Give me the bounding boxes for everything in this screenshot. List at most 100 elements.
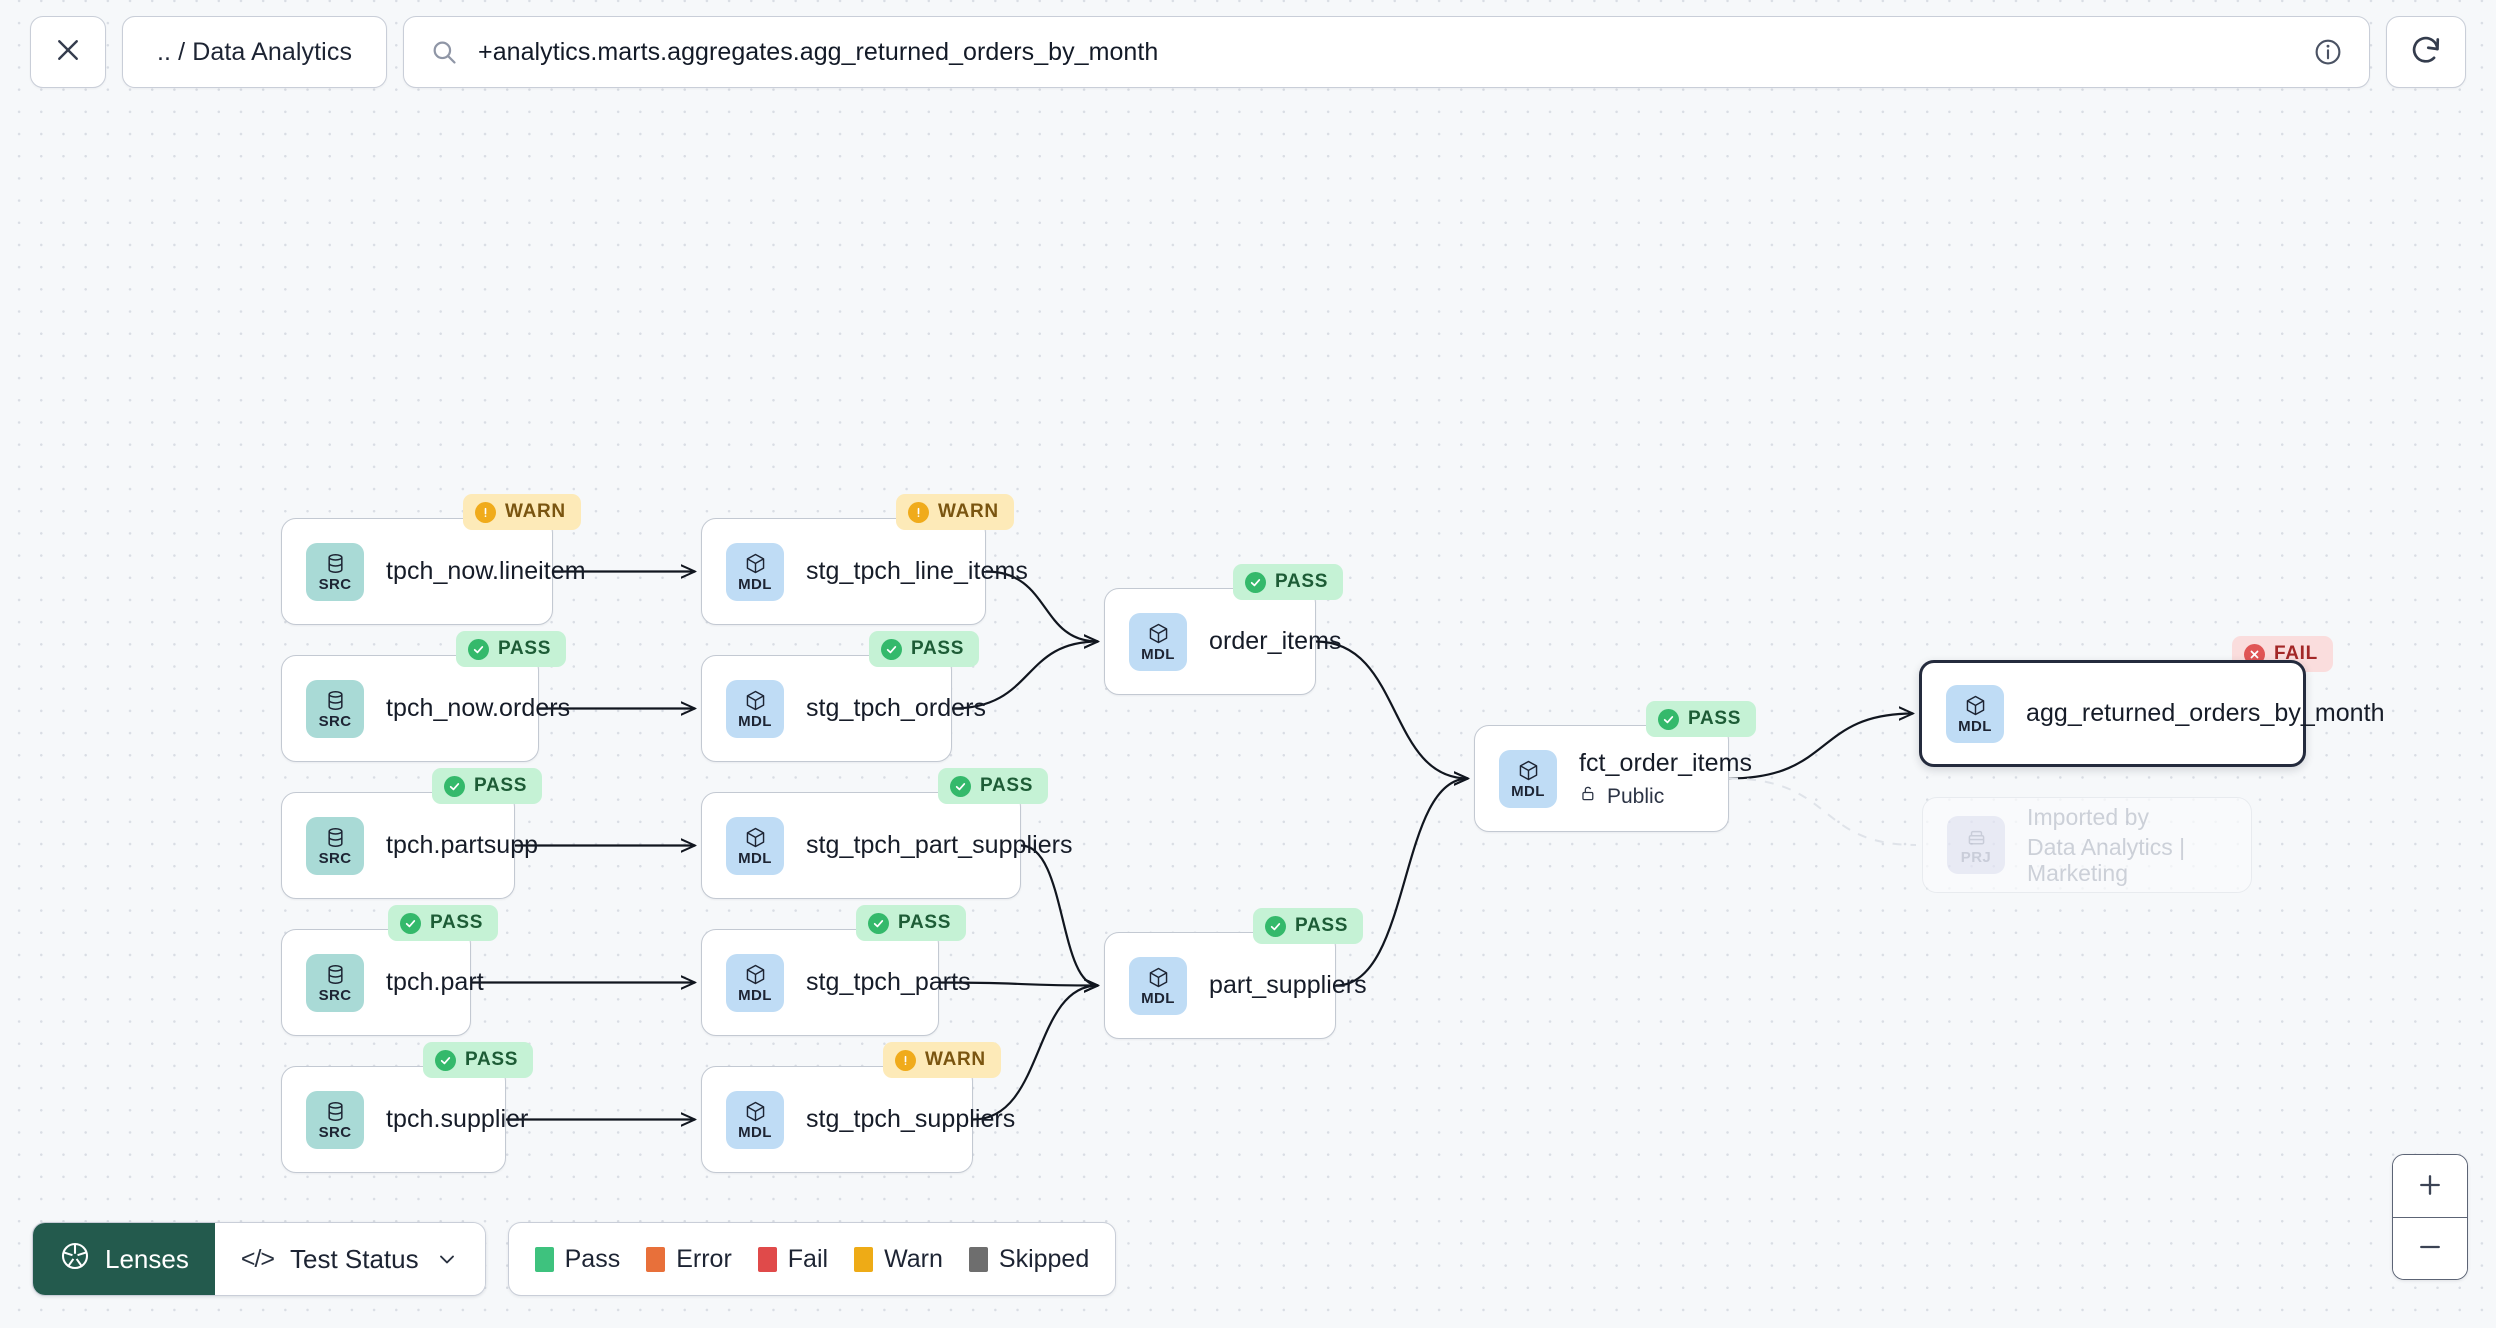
graph-node-tpch_part[interactable]: SRC tpch.part xyxy=(281,929,484,1036)
status-badge-pass[interactable]: PASS xyxy=(869,631,980,667)
close-button[interactable] xyxy=(30,16,106,88)
status-badge-label: PASS xyxy=(911,638,965,659)
node-body: order_items xyxy=(1209,627,1341,657)
node-subtitle: Data Analytics | Marketing xyxy=(2027,835,2251,886)
status-badge-pass[interactable]: PASS xyxy=(1253,908,1364,944)
edge-fct_order_items-to-imported_by_project xyxy=(1728,777,1917,846)
legend-swatch xyxy=(646,1246,666,1272)
legend-item-warn[interactable]: Warn xyxy=(854,1245,943,1274)
pass-icon xyxy=(444,775,465,797)
pass-icon xyxy=(950,775,971,797)
type-abbr-label: MDL xyxy=(1141,989,1175,1007)
graph-node-order_items[interactable]: MDL order_items xyxy=(1104,588,1341,695)
node-title: Imported by xyxy=(2027,804,2149,831)
status-badge-label: PASS xyxy=(980,775,1034,796)
legend-swatch xyxy=(534,1246,554,1272)
status-badge-label: FAIL xyxy=(2274,643,2318,664)
chevron-down-icon xyxy=(435,1247,459,1271)
mdl-type-chip: MDL xyxy=(726,953,784,1012)
fail-icon xyxy=(2244,643,2265,665)
type-abbr-label: SRC xyxy=(318,849,352,867)
zoom-in-button[interactable] xyxy=(2393,1155,2467,1217)
status-badge-pass[interactable]: PASS xyxy=(1233,564,1344,600)
edge-fct_order_items-to-agg_returned_orders_by_month xyxy=(1728,714,1913,780)
legend-swatch xyxy=(968,1246,988,1272)
search-input[interactable]: +analytics.marts.aggregates.agg_returned… xyxy=(478,37,1159,66)
status-badge-pass[interactable]: PASS xyxy=(856,905,967,941)
legend-item-fail[interactable]: Fail xyxy=(757,1245,828,1274)
pass-icon xyxy=(1245,571,1266,593)
close-icon xyxy=(53,35,83,70)
status-badge-label: PASS xyxy=(498,638,552,659)
node-title: tpch.part xyxy=(386,967,484,996)
breadcrumb[interactable]: .. / Data Analytics xyxy=(122,16,388,88)
graph-node-agg_returned_orders_by_month[interactable]: MDL agg_returned_orders_by_month xyxy=(1919,660,2385,767)
mdl-type-chip: MDL xyxy=(726,542,784,601)
lenses-button[interactable]: Lenses xyxy=(33,1223,215,1295)
status-badge-pass[interactable]: PASS xyxy=(388,905,499,941)
node-title: stg_tpch_parts xyxy=(806,967,971,996)
edge-order_items-to-fct_order_items xyxy=(1315,640,1468,779)
status-badge-pass[interactable]: PASS xyxy=(456,631,567,667)
node-body: stg_tpch_parts xyxy=(806,967,971,998)
graph-node-stg_tpch_parts[interactable]: MDL stg_tpch_parts xyxy=(701,929,971,1036)
legend-item-pass[interactable]: Pass xyxy=(534,1245,620,1274)
node-title: stg_tpch_line_items xyxy=(806,556,1028,585)
node-subtitle-label: Public xyxy=(1607,784,1665,808)
legend-item-skipped[interactable]: Skipped xyxy=(968,1244,1090,1274)
status-badge-pass[interactable]: PASS xyxy=(432,768,543,804)
pass-icon xyxy=(1658,708,1679,730)
status-badge-label: WARN xyxy=(938,501,999,522)
search-icon xyxy=(430,38,458,66)
graph-node-tpch_supplier[interactable]: SRC tpch.supplier xyxy=(281,1066,528,1173)
lens-select-test-status[interactable]: </> Test Status xyxy=(214,1223,485,1295)
status-badge-warn[interactable]: WARN xyxy=(896,494,1014,530)
status-badge-pass[interactable]: PASS xyxy=(423,1042,534,1078)
status-badge-pass[interactable]: PASS xyxy=(1646,701,1757,737)
status-badge-warn[interactable]: WARN xyxy=(883,1042,1001,1078)
legend-label: Warn xyxy=(884,1244,943,1273)
status-badge-label: PASS xyxy=(1275,571,1329,592)
type-abbr-label: MDL xyxy=(738,849,772,867)
search-bar[interactable]: +analytics.marts.aggregates.agg_returned… xyxy=(403,16,2370,88)
mdl-type-chip: MDL xyxy=(1499,749,1557,808)
type-abbr-label: MDL xyxy=(738,986,772,1004)
status-badge-label: PASS xyxy=(430,912,484,933)
type-abbr-label: MDL xyxy=(1958,717,1992,735)
graph-node-stg_tpch_line_items[interactable]: MDL stg_tpch_line_items xyxy=(701,518,1028,625)
node-title: agg_returned_orders_by_month xyxy=(2026,698,2385,727)
status-legend: Pass Error Fail Warn Skipped xyxy=(507,1222,1117,1296)
status-badge-pass[interactable]: PASS xyxy=(938,768,1049,804)
type-abbr-label: SRC xyxy=(318,1123,352,1141)
node-body: tpch.supplier xyxy=(386,1105,528,1135)
zoom-out-button[interactable] xyxy=(2393,1217,2467,1279)
prj-type-chip: PRJ xyxy=(1947,816,2005,874)
legend-item-error[interactable]: Error xyxy=(646,1245,732,1274)
node-body: part_suppliers xyxy=(1209,971,1367,1001)
unlock-icon xyxy=(1579,784,1598,808)
refresh-button[interactable] xyxy=(2386,16,2466,88)
aperture-icon xyxy=(59,1240,91,1279)
legend-label: Skipped xyxy=(998,1244,1090,1273)
lens-name-label: Test Status xyxy=(290,1243,419,1274)
node-body: agg_returned_orders_by_month xyxy=(2026,698,2385,729)
warn-icon xyxy=(895,1049,916,1071)
mdl-type-chip: MDL xyxy=(1129,612,1187,671)
mdl-type-chip: MDL xyxy=(726,1090,784,1149)
type-abbr-label: MDL xyxy=(738,1123,772,1141)
src-type-chip: SRC xyxy=(306,953,364,1012)
status-badge-warn[interactable]: WARN xyxy=(463,494,581,530)
info-icon[interactable] xyxy=(2313,37,2343,67)
node-title: stg_tpch_orders xyxy=(806,693,987,722)
graph-node-part_suppliers[interactable]: MDL part_suppliers xyxy=(1104,932,1367,1039)
lenses-control-group: Lenses </> Test Status xyxy=(32,1222,486,1296)
